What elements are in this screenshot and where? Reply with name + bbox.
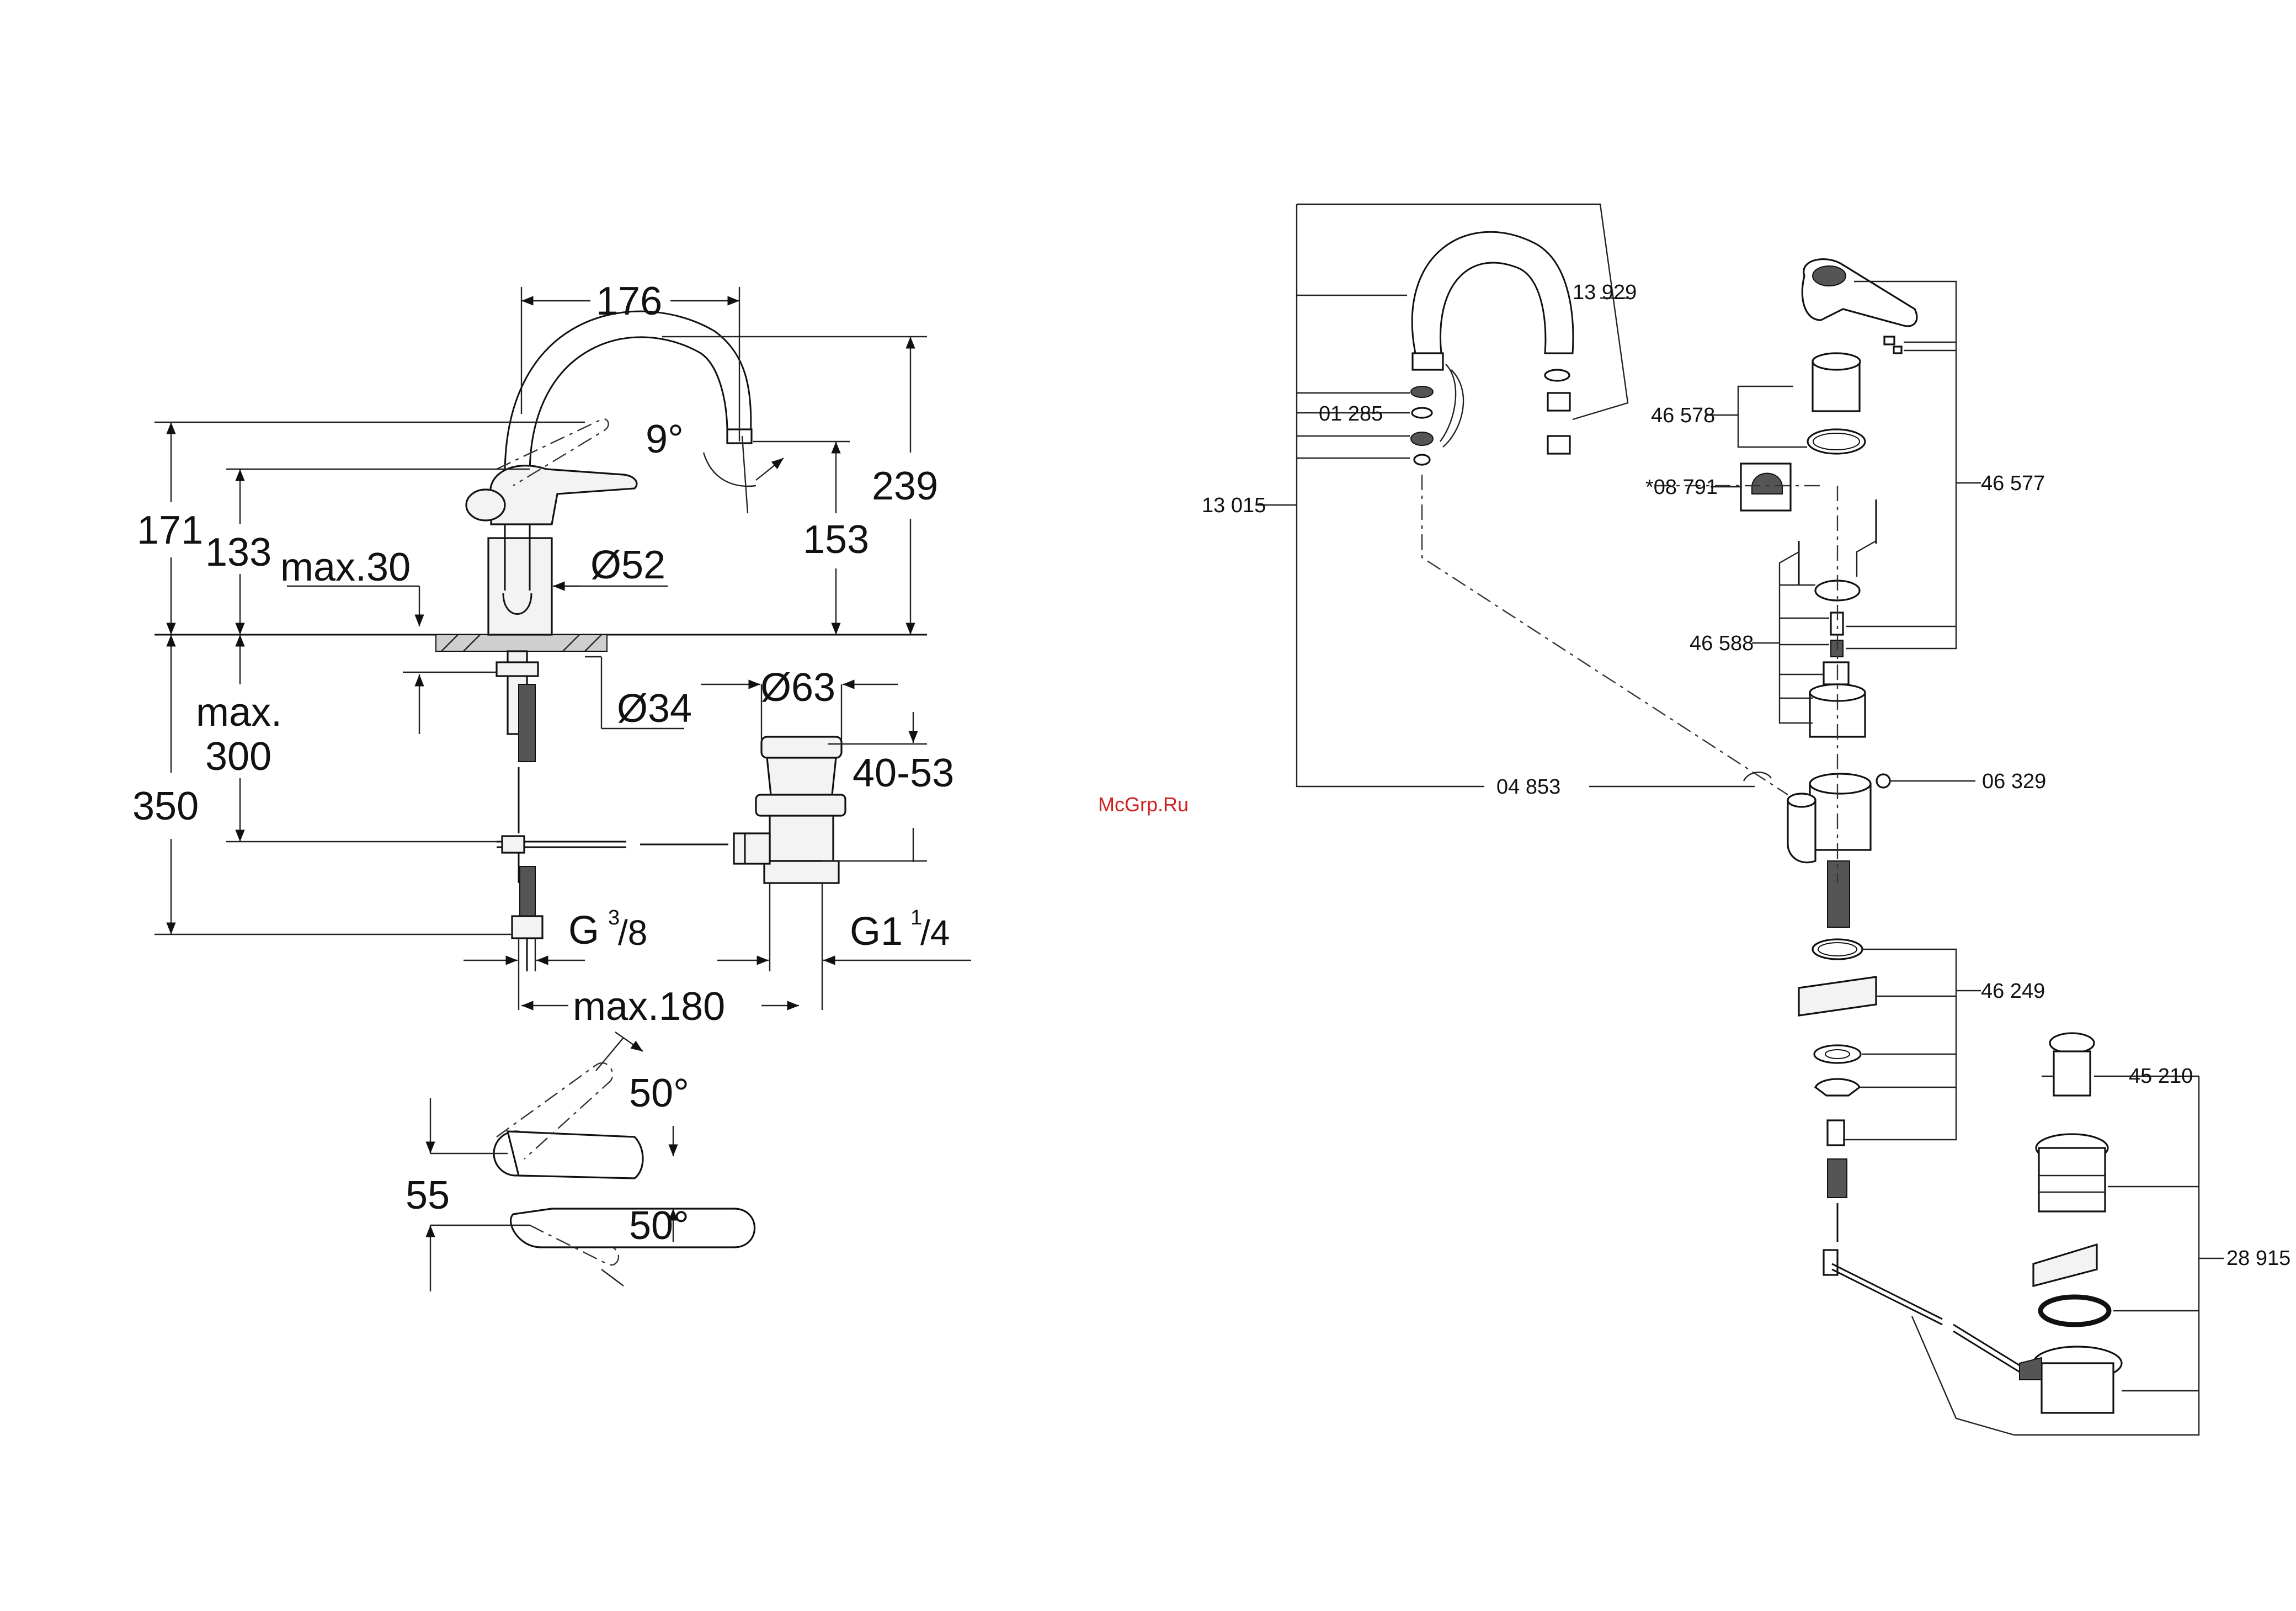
dim-176: 176 xyxy=(596,279,662,323)
faucet-lever xyxy=(491,466,637,524)
watermark: McGrp.Ru xyxy=(1098,793,1189,816)
exploded-spout xyxy=(1412,232,1573,353)
dim-g38-den: /8 xyxy=(618,913,647,953)
dim-angle-9: 9° xyxy=(646,417,684,461)
dim-55: 55 xyxy=(406,1173,450,1217)
faucet-dimension-view: 176 239 153 9° 171 133 max.30 Ø52 Ø34 Ø6… xyxy=(132,279,971,1029)
dim-350: 350 xyxy=(132,784,199,828)
part-46577: 46 577 xyxy=(1981,472,2045,495)
faucet-body xyxy=(488,538,552,635)
part-08791: *08 791 xyxy=(1645,476,1718,499)
dim-dia63: Ø63 xyxy=(760,666,835,710)
dim-max30: max.30 xyxy=(280,545,411,589)
part-01285: 01 285 xyxy=(1319,402,1383,426)
part-06329: 06 329 xyxy=(1982,770,2046,793)
part-04853: 04 853 xyxy=(1496,775,1560,799)
dim-angle-50-bottom: 50° xyxy=(629,1204,689,1248)
exploded-parts-view: 13 929 01 285 13 015 04 853 46 578 *08 7… xyxy=(1202,204,2290,1435)
dim-40-53: 40-53 xyxy=(853,751,954,795)
faucet-top-view: 50° 50° 55 xyxy=(406,1032,755,1291)
part-13015: 13 015 xyxy=(1202,494,1266,517)
dim-max-word: max. xyxy=(196,690,282,735)
part-46588: 46 588 xyxy=(1690,632,1754,655)
part-46578: 46 578 xyxy=(1651,404,1715,427)
dim-g114-den: /4 xyxy=(920,913,950,953)
dim-239: 239 xyxy=(872,464,938,508)
dim-dia34: Ø34 xyxy=(617,687,692,731)
dim-300: 300 xyxy=(205,735,271,779)
dim-153: 153 xyxy=(803,518,869,562)
dim-g114-main: G1 xyxy=(850,910,903,954)
dim-g38-main: G xyxy=(568,908,599,953)
part-45210: 45 210 xyxy=(2129,1065,2193,1088)
dim-angle-50-top: 50° xyxy=(629,1071,689,1115)
dim-max180: max.180 xyxy=(573,985,725,1029)
part-46249: 46 249 xyxy=(1981,980,2045,1003)
dim-dia52: Ø52 xyxy=(590,543,665,587)
part-28915: 28 915 xyxy=(2226,1247,2290,1270)
part-13929: 13 929 xyxy=(1573,281,1637,304)
dim-171: 171 xyxy=(137,508,203,552)
dim-133: 133 xyxy=(205,530,271,575)
worktop-hatching xyxy=(436,635,607,651)
